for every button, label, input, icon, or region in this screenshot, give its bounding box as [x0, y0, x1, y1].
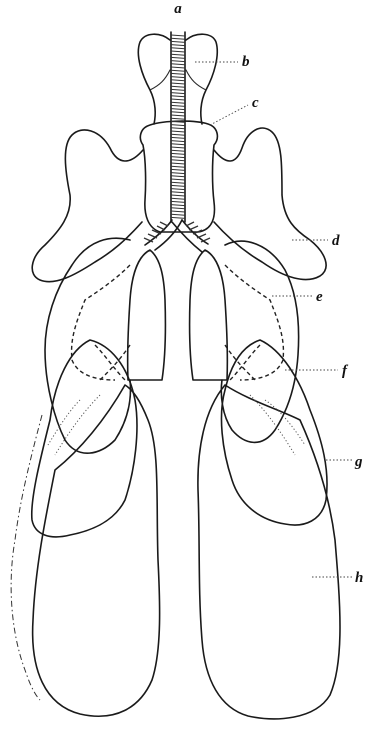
trachea-ring: [171, 214, 185, 215]
trachea-ring: [171, 128, 185, 129]
left-anterior-thoracic-sac: [45, 238, 130, 453]
trachea-ring: [171, 35, 185, 36]
trachea-ring: [171, 131, 185, 132]
trachea-ring: [171, 208, 185, 209]
dashed-cross-left: [95, 345, 130, 380]
trachea-ring: [171, 179, 185, 180]
trachea-ring: [171, 192, 185, 193]
dotted-left: [48, 395, 100, 455]
trachea-ring: [171, 96, 185, 97]
trachea-ring: [171, 141, 185, 142]
left-posterior-air-sac: [33, 385, 160, 716]
trachea-ring: [171, 70, 185, 71]
dash-dot-outline: [11, 415, 42, 700]
left-lung: [128, 250, 166, 380]
dashed-connection-right: [225, 265, 283, 380]
trachea-ring: [171, 99, 185, 100]
trachea-ring: [171, 77, 185, 78]
label-h: h: [355, 570, 363, 586]
trachea-ring: [171, 157, 185, 158]
trachea-ring: [171, 169, 185, 170]
trachea-ring: [171, 211, 185, 212]
trachea-ring: [171, 205, 185, 206]
trachea-ring: [171, 166, 185, 167]
trachea-ring: [171, 109, 185, 110]
trachea-ring: [171, 134, 185, 135]
trachea-ring: [171, 64, 185, 65]
trachea-ring: [171, 57, 185, 58]
right-middle-air-sac: [221, 340, 327, 525]
trachea-ring: [171, 125, 185, 126]
trachea-ring: [171, 189, 185, 190]
label-a: a: [174, 1, 182, 17]
trachea-ring: [171, 217, 185, 218]
trachea-ring: [171, 73, 185, 74]
trachea-ring: [171, 198, 185, 199]
trachea-ring: [171, 67, 185, 68]
bronchus-ring: [157, 226, 165, 230]
trachea-ring: [171, 144, 185, 145]
trachea-ring: [171, 54, 185, 55]
left-clavicular-wing: [32, 130, 143, 282]
trachea-ring: [171, 163, 185, 164]
label-b: b: [242, 54, 250, 70]
trachea-ring: [171, 112, 185, 113]
label-e: e: [316, 289, 323, 305]
trachea-ring: [171, 185, 185, 186]
trachea-ring: [171, 153, 185, 154]
trachea-ring: [171, 115, 185, 116]
trachea-ring: [171, 147, 185, 148]
trachea-ring: [171, 182, 185, 183]
trachea-ring: [171, 86, 185, 87]
trachea-ring: [171, 160, 185, 161]
trachea-ring: [171, 118, 185, 119]
label-g: g: [354, 454, 363, 470]
trachea-ring: [171, 150, 185, 151]
trachea-ring: [171, 80, 185, 81]
right-anterior-thoracic-sac: [221, 241, 298, 442]
trachea-ring: [171, 89, 185, 90]
right-lung: [190, 250, 228, 380]
trachea-ring: [171, 48, 185, 49]
label-d: d: [332, 233, 340, 249]
cervical-air-sac: [138, 34, 217, 124]
bronchus-ring: [160, 222, 168, 226]
trachea-ring: [171, 45, 185, 46]
trachea-ring: [171, 195, 185, 196]
trachea-ring: [171, 83, 185, 84]
trachea: [171, 32, 185, 222]
bronchus-ring: [197, 234, 206, 238]
bronchus-ring: [189, 226, 198, 230]
bronchus-ring: [186, 222, 194, 226]
trachea-ring: [171, 38, 185, 39]
leader-c: [210, 105, 248, 125]
label-f: f: [342, 363, 349, 379]
trachea-ring: [171, 102, 185, 103]
trachea-ring: [171, 41, 185, 42]
trachea-ring: [171, 105, 185, 106]
trachea-ring: [171, 51, 185, 52]
trachea-ring: [171, 61, 185, 62]
trachea-ring: [171, 176, 185, 177]
trachea-ring: [171, 93, 185, 94]
label-c: c: [252, 95, 259, 111]
trachea-ring: [171, 173, 185, 174]
trachea-ring: [171, 137, 185, 138]
trachea-ring: [171, 201, 185, 202]
right-clavicular-wing: [214, 128, 326, 279]
